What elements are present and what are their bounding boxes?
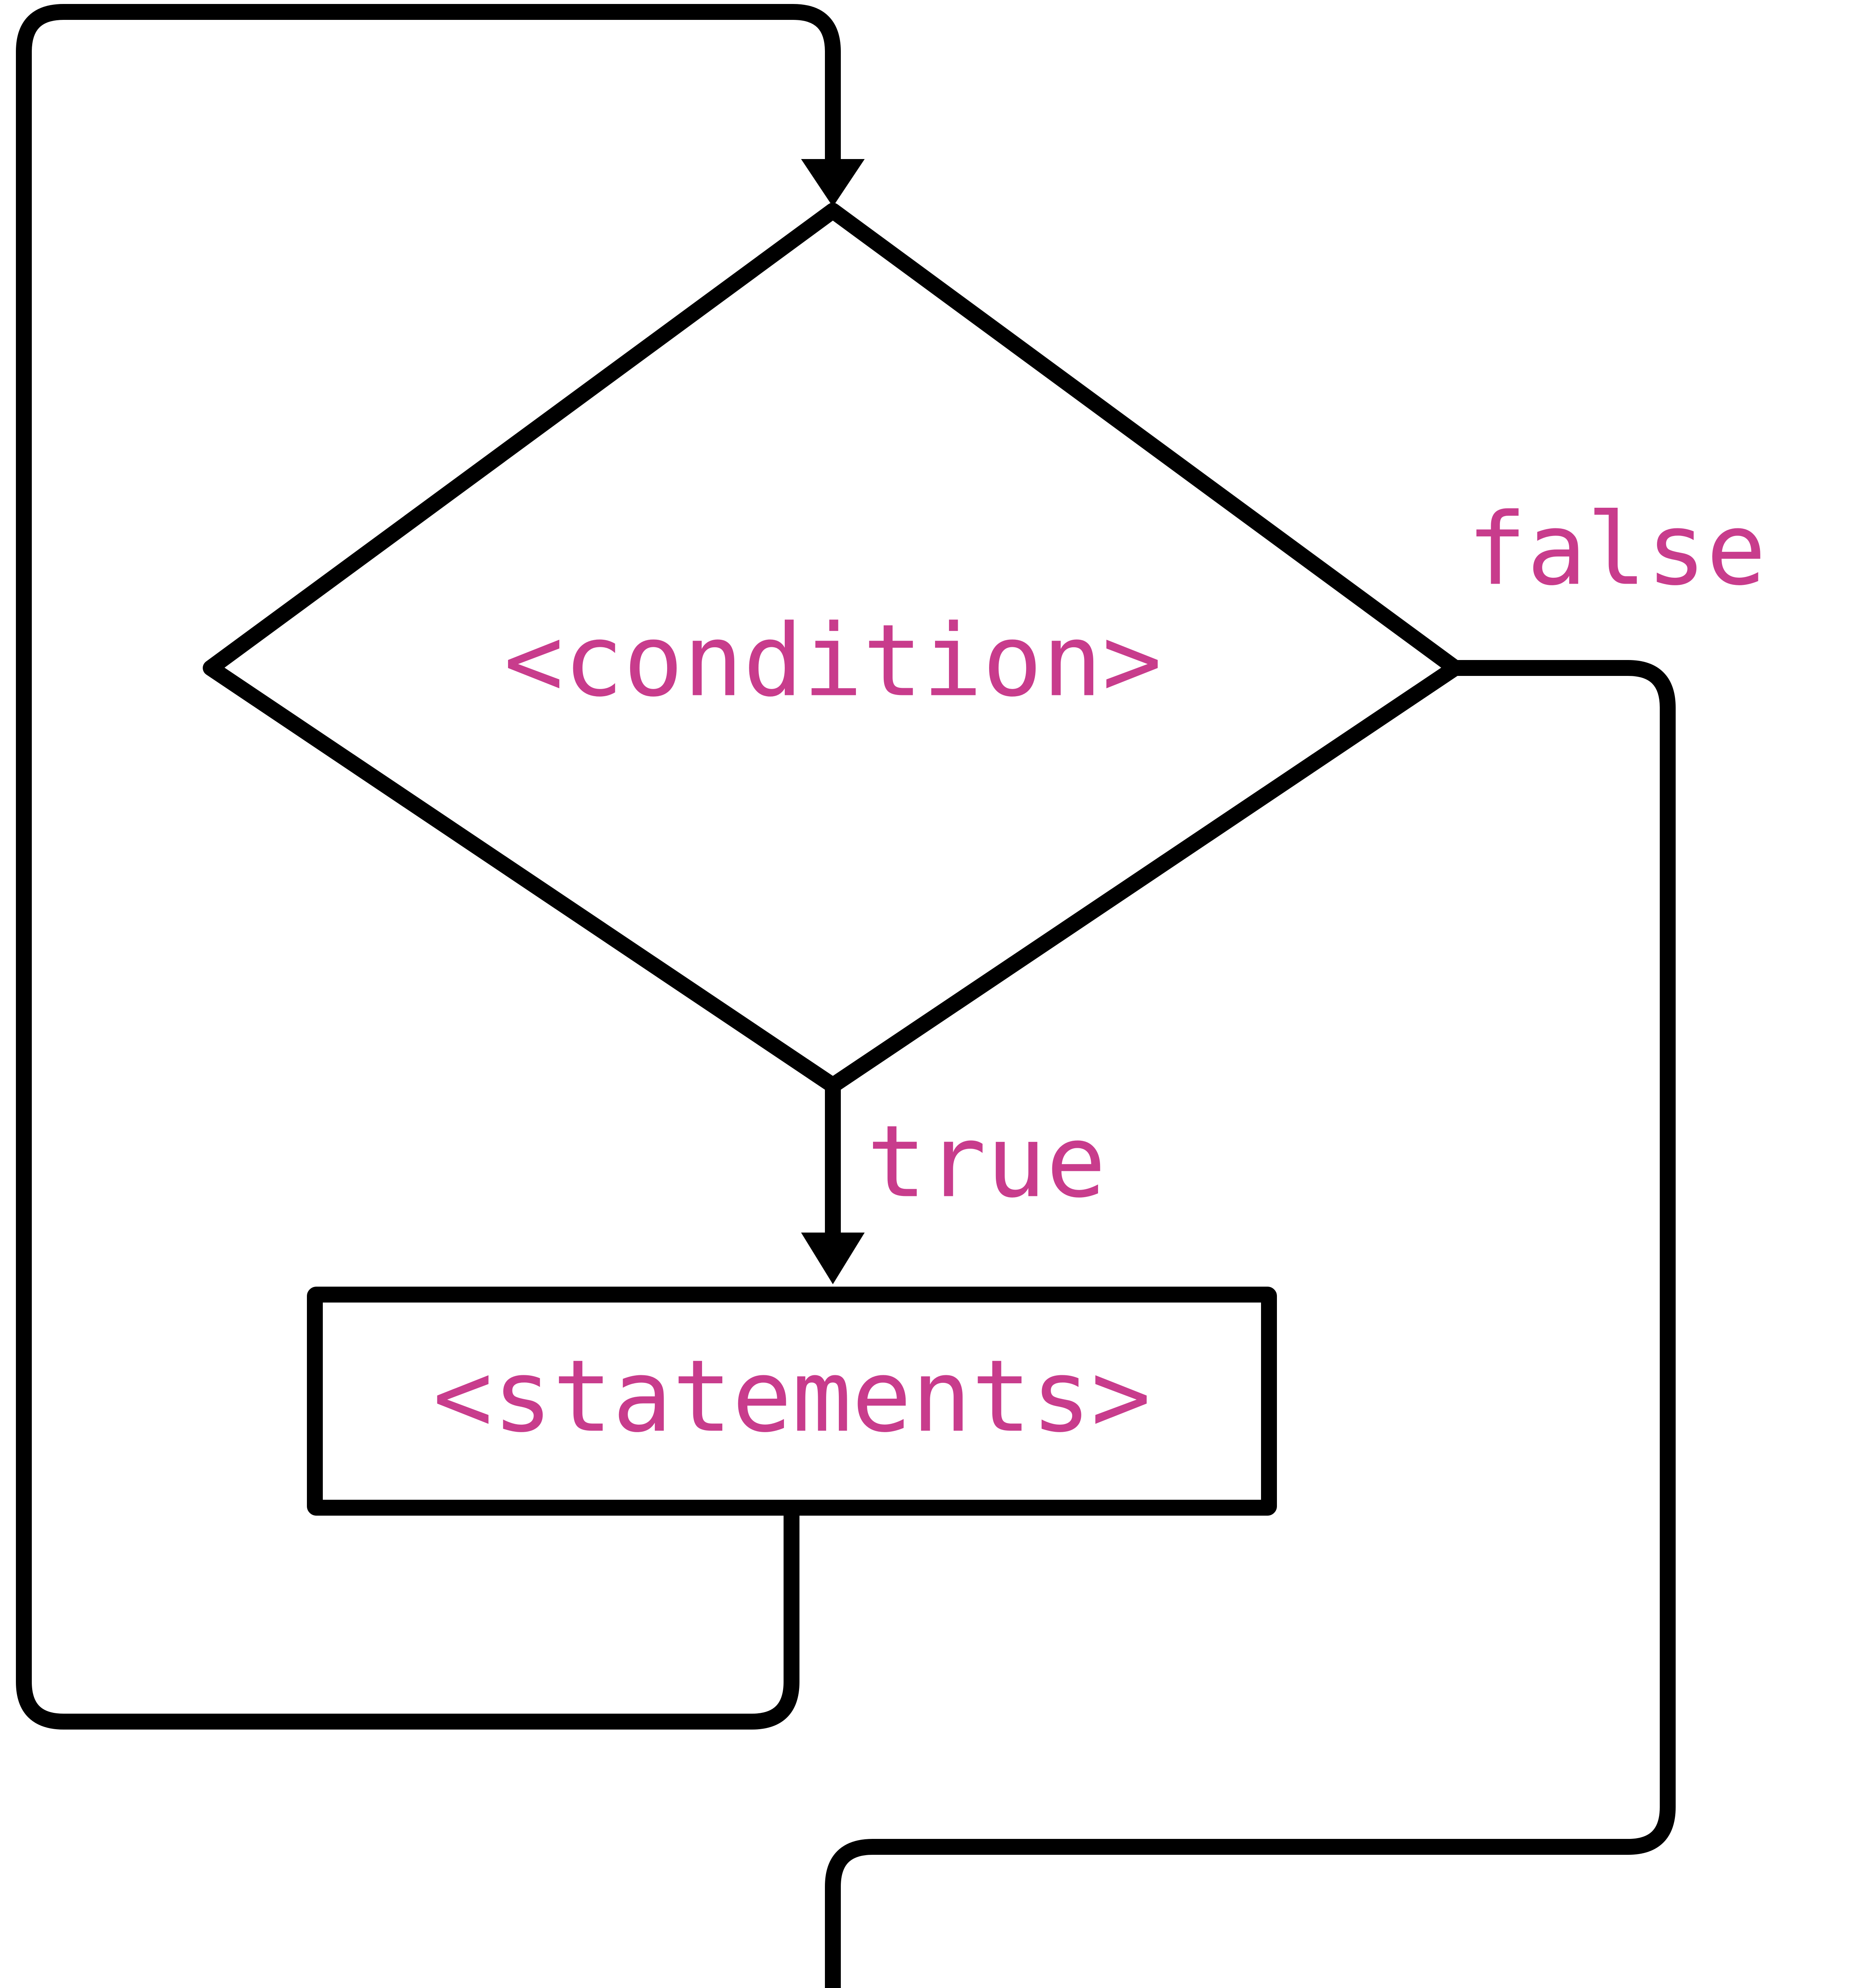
decision-diamond-condition[interactable] [203,203,1463,1093]
edge-loop-back-path [16,4,841,1730]
edge-label-true: true [867,1104,1106,1219]
process-box-statements[interactable] [307,1287,1277,1516]
edge-false-path [825,660,1676,1988]
edge-true-arrowhead [801,1233,865,1284]
process-box-statements-label: <statements> [433,1338,1151,1454]
edge-label-false: false [1467,491,1766,607]
decision-diamond-label: <condition> [504,603,1162,718]
edge-loop-back-arrowhead [801,159,865,207]
